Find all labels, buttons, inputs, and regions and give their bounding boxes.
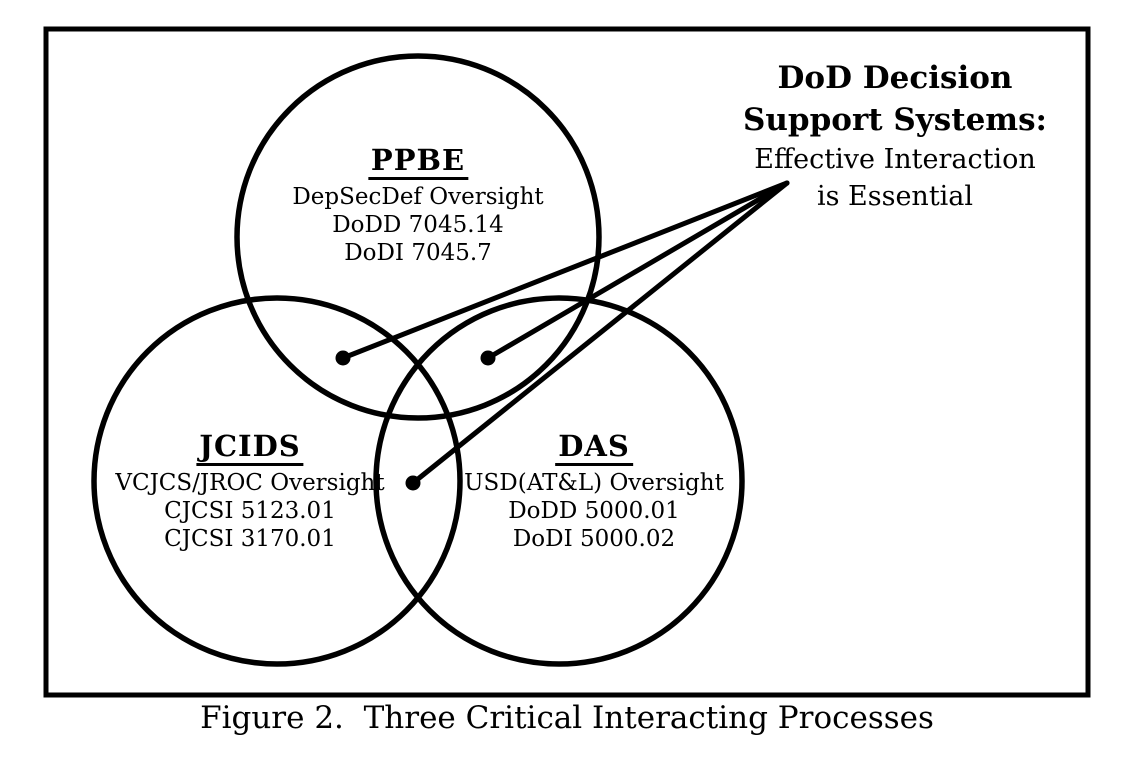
figure-caption: Figure 2. Three Critical Interacting Pro… (200, 700, 934, 736)
jcids-circle (91, 295, 463, 667)
frame-border (43, 26, 1091, 698)
jcids-title: JCIDS (115, 430, 384, 466)
jcids-instruction-line-1: CJCSI 5123.01 (164, 498, 336, 524)
jcids-label: JCIDS VCJCS/JROC Oversight CJCSI 5123.01… (115, 430, 384, 553)
callout-subtitle-line-1: Effective Interaction (754, 144, 1036, 175)
ppbe-directive-line: DoDD 7045.14 (332, 212, 504, 238)
ppbe-instruction-line: DoDI 7045.7 (344, 240, 492, 266)
ppbe-circle (234, 53, 602, 421)
connector-line-jcids-das (410, 180, 790, 486)
das-directive-line: DoDD 5000.01 (508, 498, 680, 524)
jcids-title-text: JCIDS (196, 430, 304, 466)
callout-title-line-1: DoD Decision (777, 60, 1013, 96)
das-label: DAS USD(AT&L) Oversight DoDD 5000.01 DoD… (464, 430, 724, 553)
callout-title-line-2: Support Systems: (743, 102, 1047, 138)
intersection-dot-ppbe-jcids (335, 350, 351, 366)
das-title-text: DAS (555, 430, 633, 466)
das-circle (373, 295, 745, 667)
jcids-oversight-line: VCJCS/JROC Oversight (115, 470, 385, 496)
das-oversight-line: USD(AT&L) Oversight (464, 470, 724, 496)
ppbe-label: PPBE DepSecDef Oversight DoDD 7045.14 Do… (292, 144, 543, 267)
connector-line-ppbe-das (485, 180, 790, 361)
intersection-dot-jcids-das (405, 475, 421, 491)
ppbe-title: PPBE (292, 144, 543, 180)
ppbe-oversight-line: DepSecDef Oversight (292, 184, 544, 210)
intersection-dot-ppbe-das (480, 350, 496, 366)
das-title: DAS (464, 430, 724, 466)
connector-line-ppbe-jcids (340, 180, 790, 361)
das-instruction-line: DoDI 5000.02 (512, 526, 676, 552)
callout-label: DoD Decision Support Systems: Effective … (743, 57, 1047, 215)
ppbe-title-text: PPBE (367, 144, 469, 180)
jcids-instruction-line-2: CJCSI 3170.01 (164, 526, 336, 552)
callout-subtitle-line-2: is Essential (816, 181, 974, 212)
